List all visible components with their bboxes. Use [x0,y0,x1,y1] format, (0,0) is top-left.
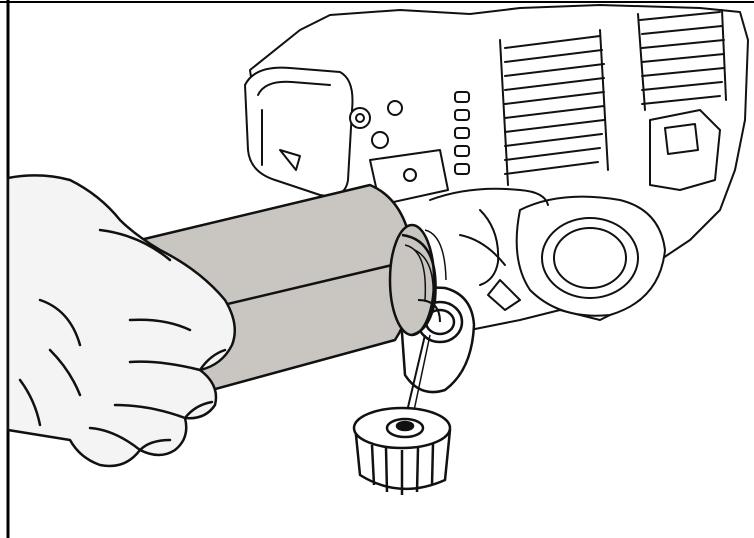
vent-slots [454,91,470,175]
glove-hand-icon [6,174,237,468]
engine-icon [244,4,749,331]
fuel-cap-icon [352,334,452,495]
cooling-fins [499,9,727,186]
